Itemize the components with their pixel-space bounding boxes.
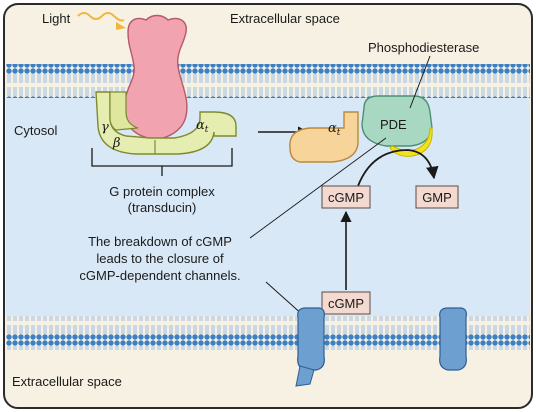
- cgmp-channel-left: [297, 307, 325, 371]
- pde-active-site: [389, 127, 433, 157]
- gamma-label: γ: [101, 120, 109, 135]
- alpha-t-label-right: αt: [328, 121, 341, 138]
- cgmp-lower-label: cGMP: [328, 296, 364, 311]
- light-ray-tip-icon: [116, 22, 126, 30]
- phosphodiesterase-label: Phosphodiesterase: [368, 40, 479, 55]
- breakdown-leader-to-channel: [265, 281, 305, 317]
- cgmp-upper-label: cGMP: [328, 190, 364, 205]
- hydrolysis-arrow: [357, 149, 439, 187]
- extracellular-top-label: Extracellular space: [230, 11, 340, 26]
- cgmp-upper-box: [321, 185, 371, 209]
- cgmp-lower-box: [321, 291, 371, 315]
- alpha-sub-right: t: [337, 128, 341, 138]
- light-ray-icon: [77, 12, 125, 22]
- beta-label: β: [112, 136, 121, 151]
- pde-label: PDE: [380, 117, 407, 132]
- channel-tail: [295, 365, 315, 387]
- breakdown-line2: leads to the closure of: [96, 251, 224, 266]
- extracellular-bottom-label: Extracellular space: [12, 374, 122, 389]
- alpha-sub-left: t: [205, 125, 209, 135]
- g-protein-complex: [95, 91, 237, 155]
- cgmp-channel-right: [439, 307, 467, 371]
- light-label: Light: [42, 11, 71, 26]
- breakdown-line3: cGMP-dependent channels.: [79, 268, 240, 283]
- gamma-subunit: [109, 91, 139, 131]
- gmp-label: GMP: [422, 190, 452, 205]
- cytosol-label: Cytosol: [14, 123, 57, 138]
- alpha-symbol-right: α: [328, 121, 337, 136]
- g-protein-line2: (transducin): [128, 200, 197, 215]
- g-protein-line1: G protein complex: [109, 184, 215, 199]
- rhodopsin-molecule: [123, 14, 188, 140]
- gmp-box: [415, 185, 459, 209]
- disk-membrane: [6, 64, 530, 98]
- alpha-t-label-left: αt: [196, 118, 209, 135]
- alpha-t-subunit: [289, 111, 359, 163]
- breakdown-leader-to-pde: [249, 137, 387, 239]
- alpha-symbol-left: α: [196, 118, 205, 133]
- phosphodiesterase-leader: [409, 55, 431, 109]
- breakdown-line1: The breakdown of cGMP: [88, 234, 232, 249]
